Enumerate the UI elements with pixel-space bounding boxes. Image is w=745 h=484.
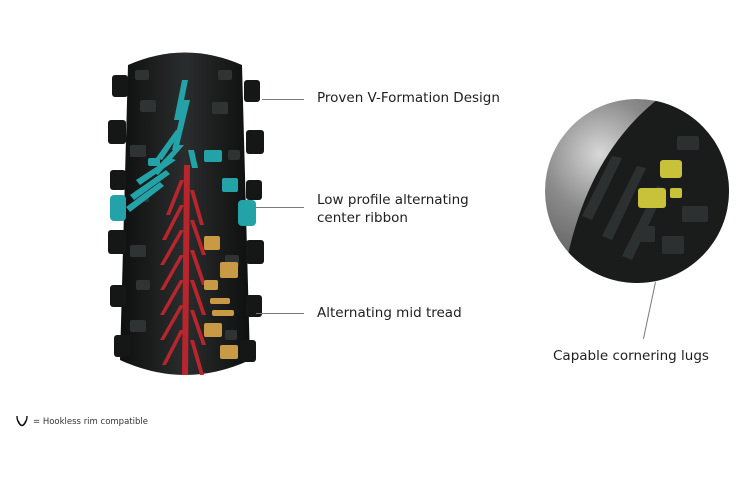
v-formation-leader xyxy=(262,99,304,100)
hookless-rim-icon xyxy=(16,415,28,427)
cornering-lugs-leader xyxy=(642,282,656,339)
mid-tread-highlight xyxy=(204,236,238,359)
cornering-lugs-highlight xyxy=(638,160,682,208)
mid-tread-leader xyxy=(256,313,304,314)
center-ribbon-label-line1: Low profile alternating xyxy=(317,192,469,208)
mid-tread-label: Alternating mid tread xyxy=(317,305,462,321)
center-ribbon-highlight xyxy=(160,165,206,375)
cornering-lugs-detail-circle xyxy=(545,99,729,283)
v-formation-highlight xyxy=(110,80,256,226)
center-ribbon-leader xyxy=(256,207,304,208)
center-ribbon-label-line2: center ribbon xyxy=(317,210,408,226)
v-formation-label: Proven V-Formation Design xyxy=(317,90,500,106)
cornering-lugs-label: Capable cornering lugs xyxy=(553,348,709,364)
footnote: = Hookless rim compatible xyxy=(15,414,148,430)
tire-tread-illustration xyxy=(108,52,264,375)
footnote-text: = Hookless rim compatible xyxy=(33,417,148,427)
